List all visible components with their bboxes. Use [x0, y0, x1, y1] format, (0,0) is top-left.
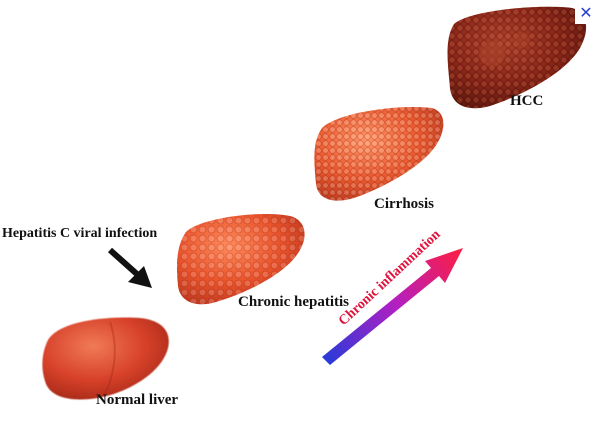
- hcc-label: HCC: [510, 93, 544, 109]
- chronic-hepatitis-label: Chronic hepatitis: [238, 294, 349, 310]
- normal-liver-illustration: [42, 317, 169, 400]
- close-button[interactable]: ✕: [575, 2, 597, 24]
- cirrhosis-liver-illustration: [314, 106, 444, 201]
- normal-liver-label: Normal liver: [96, 392, 179, 408]
- infection-arrow-icon: [108, 247, 152, 288]
- close-icon: ✕: [579, 3, 593, 22]
- tumor-nodule-icon: [479, 41, 505, 67]
- chronic-hepatitis-liver-illustration: [176, 213, 305, 305]
- hcc-liver-illustration: [447, 6, 587, 109]
- inflammation-arrow-icon: [322, 248, 463, 365]
- hepatitis-c-infection-label: Hepatitis C viral infection: [2, 226, 158, 241]
- cirrhosis-label: Cirrhosis: [374, 196, 434, 212]
